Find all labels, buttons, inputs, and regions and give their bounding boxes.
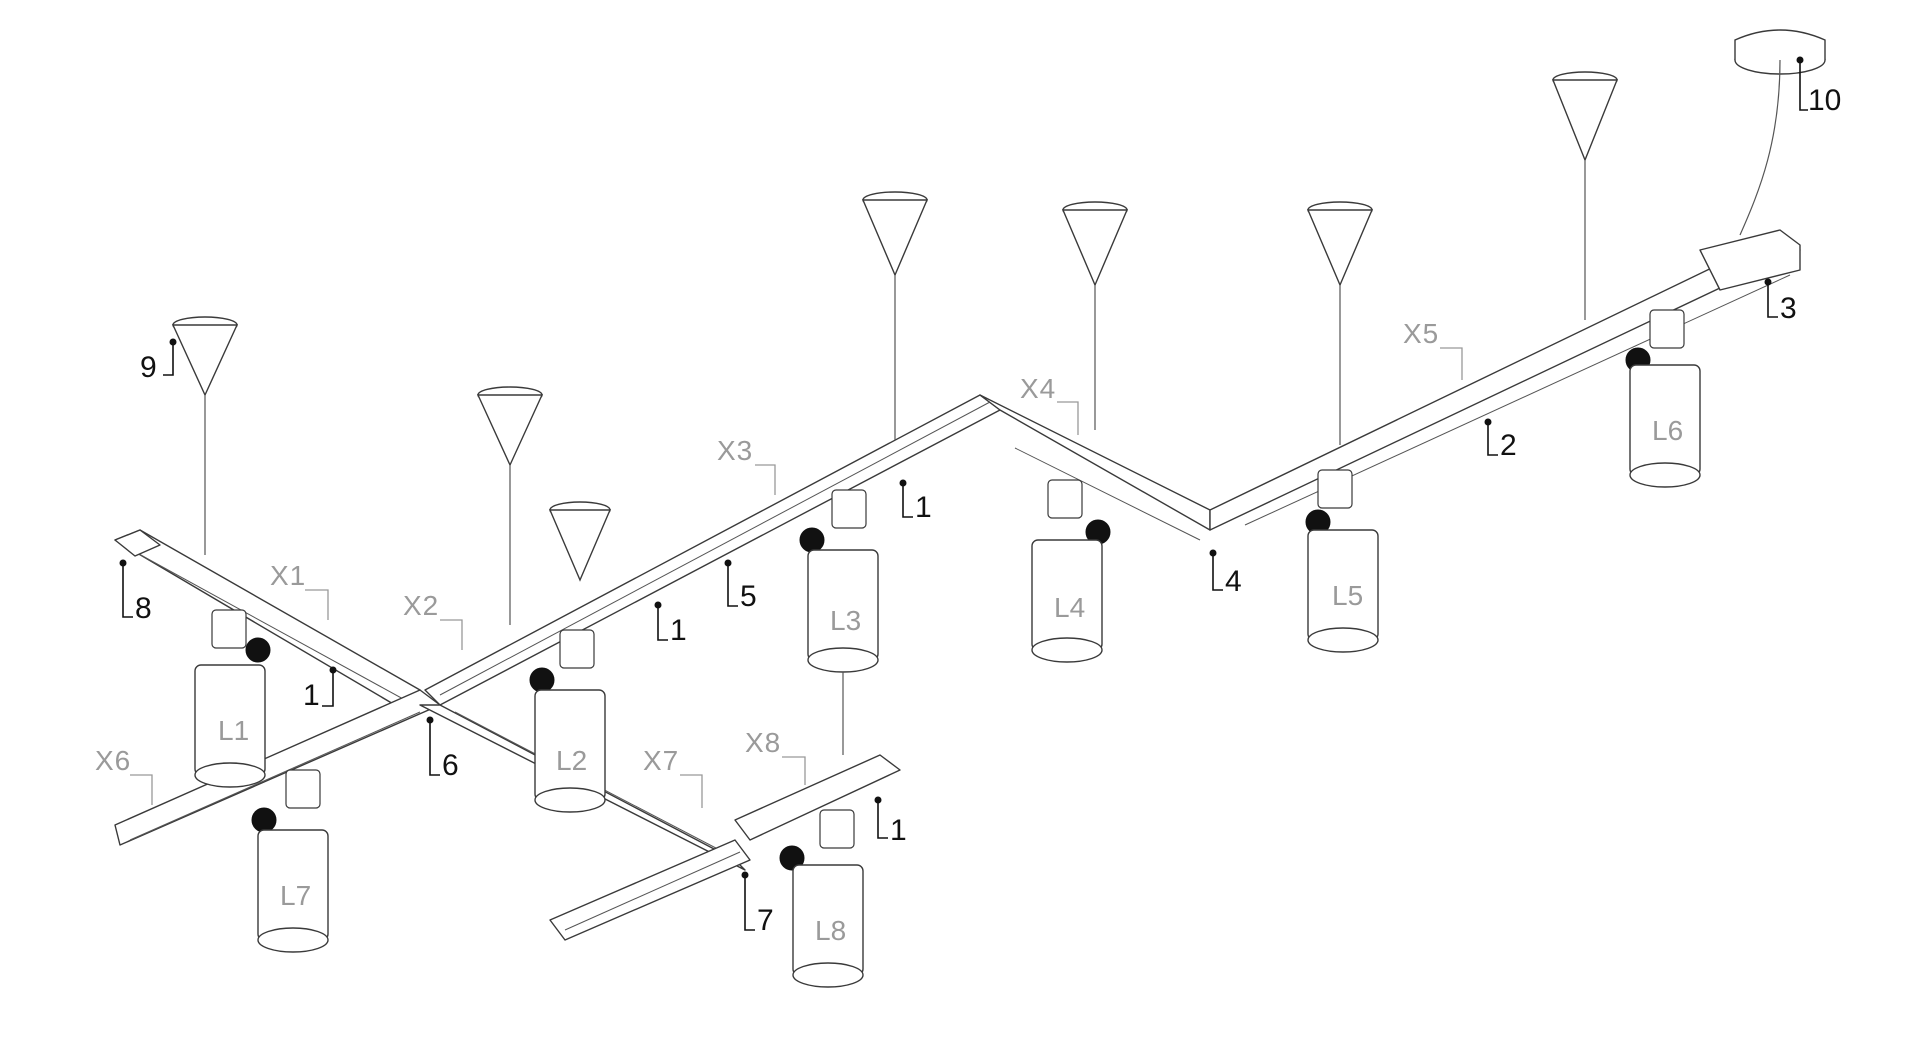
canopy-d (1061, 201, 1129, 430)
lamp-label-l5: L5 (1332, 580, 1363, 611)
rail-x1 (114, 529, 421, 706)
track-rails (114, 229, 1801, 941)
part-label-1b: 1 (670, 614, 687, 647)
lamp-label-l2: L2 (556, 745, 587, 776)
rail-x2-x3-groove (439, 401, 991, 696)
callout-part-8: 8 (119, 559, 152, 625)
lamp-label-l7: L7 (280, 880, 311, 911)
rail-x4-groove (1014, 447, 1201, 541)
callout-x3: X3 (717, 435, 776, 495)
rail-end-cap-8 (114, 529, 161, 557)
rail-lower-groove (564, 851, 741, 931)
section-label-x7: X7 (643, 745, 679, 776)
canopy-10-power (1734, 29, 1826, 236)
lamp-l5: L5 (1305, 469, 1379, 653)
section-label-x4: X4 (1020, 373, 1056, 404)
rail-end-cap-3 (1699, 229, 1801, 291)
lamp-l7: L7 (251, 769, 329, 953)
callout-part-2: 2 (1484, 418, 1517, 462)
section-label-x2: X2 (403, 590, 439, 621)
callout-part-1a: 1 (303, 666, 337, 712)
lamp-label-l8: L8 (815, 915, 846, 946)
lamp-l4: L4 (1031, 479, 1111, 663)
lamp-l3: L3 (799, 489, 879, 755)
callout-x2: X2 (403, 590, 463, 650)
callout-x6: X6 (95, 745, 153, 805)
canopy-f (1551, 71, 1619, 320)
callout-part-4: 4 (1209, 549, 1242, 598)
section-label-x8: X8 (745, 727, 781, 758)
section-callouts: X1 X2 X3 X4 X5 X6 X7 X8 (95, 318, 1463, 808)
rail-x1-groove (127, 547, 406, 701)
lamp-label-l1: L1 (218, 715, 249, 746)
lamps: L1 L2 L3 L4 (194, 309, 1701, 988)
lamp-l1: L1 (194, 609, 271, 788)
lamp-l6: L6 (1625, 309, 1701, 488)
lamp-label-l4: L4 (1054, 592, 1085, 623)
part-label-7: 7 (757, 904, 774, 937)
lamp-l2: L2 (529, 629, 606, 813)
rail-x6-groove (129, 711, 421, 841)
part-label-4: 4 (1225, 565, 1242, 598)
part-label-9: 9 (140, 351, 157, 384)
rail-x8 (734, 754, 901, 841)
section-label-x6: X6 (95, 745, 131, 776)
callout-part-1c: 1 (899, 479, 932, 524)
callout-part-1d: 1 (874, 796, 907, 847)
callout-part-9: 9 (140, 338, 177, 384)
canopy-e (1306, 201, 1374, 445)
part-label-8: 8 (135, 592, 152, 625)
callout-part-7: 7 (741, 871, 774, 937)
rail-x6 (114, 689, 441, 846)
suspensions (171, 29, 1826, 625)
part-label-6: 6 (442, 749, 459, 782)
section-label-x1: X1 (270, 560, 306, 591)
lamp-l8: L8 (779, 809, 864, 988)
section-label-x3: X3 (717, 435, 753, 466)
callout-x8: X8 (745, 727, 806, 785)
part-label-5: 5 (740, 580, 757, 613)
callout-x7: X7 (643, 745, 703, 808)
part-label-10: 10 (1808, 84, 1841, 117)
callout-part-3: 3 (1764, 278, 1797, 325)
canopy-b (548, 501, 612, 582)
canopy-9 (171, 316, 239, 555)
canopy-a (476, 386, 544, 625)
canopy-c (861, 191, 929, 440)
part-label-3: 3 (1780, 292, 1797, 325)
section-label-x5: X5 (1403, 318, 1439, 349)
rail-lower (549, 839, 751, 941)
callout-part-1b: 1 (654, 601, 687, 647)
callout-part-5: 5 (724, 559, 757, 613)
callout-x5: X5 (1403, 318, 1463, 380)
part-label-2: 2 (1500, 429, 1517, 462)
rail-x5 (1209, 234, 1801, 531)
callout-part-6: 6 (426, 716, 459, 782)
callout-part-10: 10 (1796, 56, 1841, 117)
lamp-label-l6: L6 (1652, 415, 1683, 446)
callout-x1: X1 (270, 560, 329, 620)
part-label-1c: 1 (915, 491, 932, 524)
callout-x4: X4 (1020, 373, 1079, 435)
lamp-label-l3: L3 (830, 605, 861, 636)
part-callouts: 1 1 1 1 2 3 (119, 56, 1841, 937)
part-label-1a: 1 (303, 679, 320, 712)
part-label-1d: 1 (890, 814, 907, 847)
